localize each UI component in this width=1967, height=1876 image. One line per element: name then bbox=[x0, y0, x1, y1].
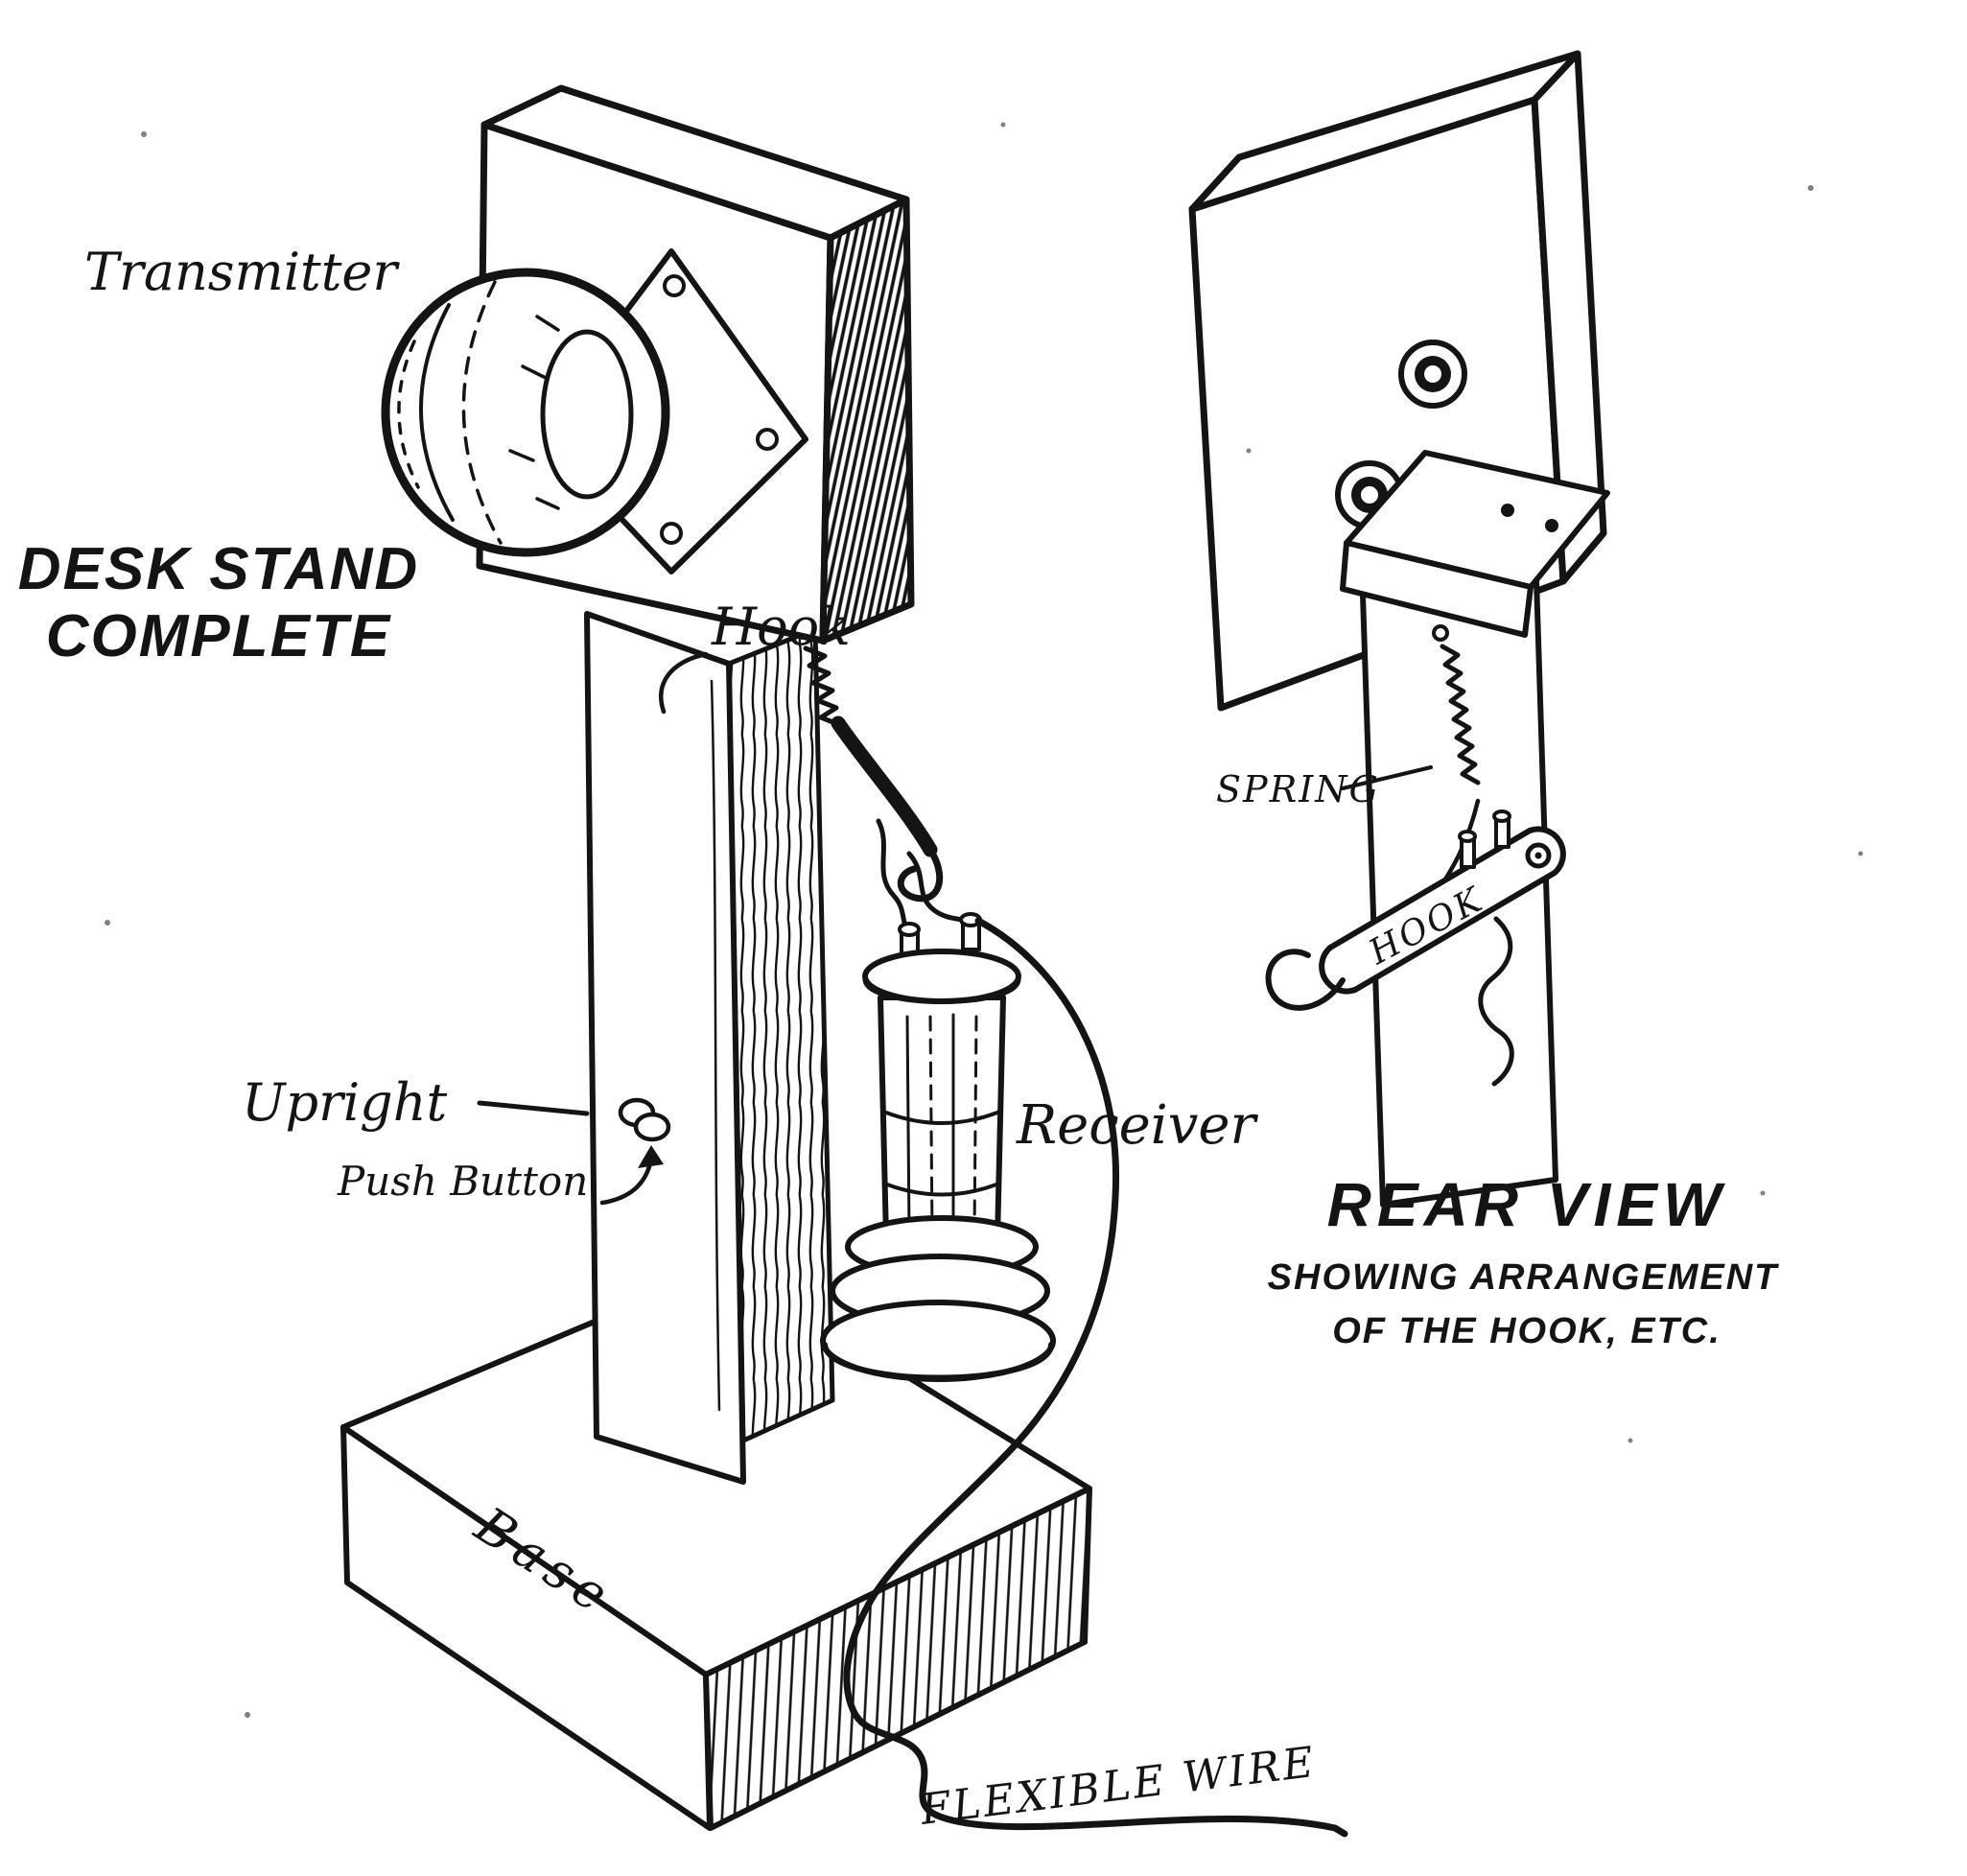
hook-lever-curl bbox=[1265, 949, 1346, 1011]
label-hook: Hook bbox=[711, 597, 851, 657]
lever-contact-post-top bbox=[1458, 830, 1477, 843]
mouthpiece-opening bbox=[540, 329, 634, 500]
spring-anchor-screw bbox=[1432, 624, 1449, 642]
binding-post-center bbox=[1424, 365, 1441, 383]
hook-arm bbox=[831, 715, 938, 857]
receiver-band bbox=[884, 1111, 999, 1125]
label-receiver: Receiver bbox=[1016, 1094, 1258, 1157]
hook-coil bbox=[803, 645, 843, 728]
receiver-unit bbox=[820, 912, 1056, 1382]
push-button bbox=[618, 1097, 671, 1142]
upright-grain-line bbox=[710, 679, 721, 1412]
hanger-wire-left bbox=[876, 818, 910, 933]
receiver-band bbox=[885, 1183, 998, 1197]
mount-screw bbox=[1501, 504, 1514, 517]
base-front-right-face bbox=[703, 1486, 1092, 1831]
paper-specks bbox=[105, 122, 1863, 1718]
paper-speck bbox=[1246, 448, 1252, 454]
paper-speck bbox=[1627, 1438, 1633, 1443]
leader-push-button-arrowhead bbox=[638, 1145, 664, 1168]
desk-stand-figure bbox=[340, 84, 1348, 1838]
mount-front-face bbox=[1340, 540, 1534, 638]
push-button-base bbox=[633, 1112, 671, 1142]
plate-screw-bottom bbox=[660, 522, 683, 545]
hook-lever bbox=[1265, 809, 1566, 1011]
caption-rear-view-line3: OF THE HOOK, ETC. bbox=[1332, 1311, 1721, 1351]
mouthpiece-grain-arc bbox=[419, 303, 455, 522]
rear-upright bbox=[1265, 450, 1610, 1208]
paper-speck bbox=[105, 920, 110, 926]
rear-wire-squiggle bbox=[1478, 916, 1514, 1087]
rear-view-figure bbox=[1188, 50, 1610, 1208]
lever-pivot-center bbox=[1534, 852, 1542, 859]
upright-post bbox=[584, 611, 835, 1485]
label-upright: Upright bbox=[242, 1072, 448, 1133]
caption-desk-stand-line1: DESK STAND bbox=[18, 536, 419, 602]
paper-speck bbox=[1858, 851, 1863, 856]
caption-desk-stand-line2: COMPLETE bbox=[46, 603, 391, 669]
receiver-cap-rim bbox=[862, 977, 1021, 1004]
label-transmitter: Transmitter bbox=[84, 242, 400, 302]
plate-screw-right bbox=[756, 428, 779, 451]
receiver-body-shading bbox=[928, 1015, 978, 1235]
leader-hook bbox=[659, 651, 709, 715]
upright-side-face bbox=[726, 626, 835, 1443]
label-spring: SPRING bbox=[1216, 768, 1380, 810]
receiver-post-left-top bbox=[898, 922, 921, 937]
transmitter-mouthpiece bbox=[381, 268, 670, 557]
receiver-body-shading bbox=[905, 1013, 955, 1237]
leader-spring bbox=[1341, 765, 1433, 790]
plate-screw-top bbox=[663, 274, 686, 297]
caption-rear-view-line1: REAR VIEW bbox=[1327, 1170, 1727, 1239]
transmitter-box-side-face bbox=[819, 196, 915, 645]
caption-rear-view-line2: SHOWING ARRANGEMENT bbox=[1268, 1257, 1779, 1298]
paper-speck bbox=[245, 1712, 250, 1718]
leader-upright bbox=[477, 1100, 590, 1116]
hook-lever-bar bbox=[1319, 826, 1566, 995]
mouthpiece-grain-arc bbox=[397, 340, 420, 489]
upright-front-face bbox=[584, 611, 746, 1485]
label-push-button: Push Button bbox=[337, 1158, 588, 1205]
rear-panel-side-face bbox=[1531, 50, 1607, 585]
paper-speck bbox=[1808, 185, 1814, 191]
mouthpiece-hatch-ticks bbox=[508, 315, 560, 510]
binding-post-center bbox=[1361, 486, 1378, 504]
hook-curl bbox=[897, 846, 944, 903]
mount-screw bbox=[1545, 519, 1558, 532]
binding-post-upper bbox=[1398, 340, 1467, 409]
flexible-wire bbox=[843, 917, 1348, 1838]
paper-speck bbox=[1760, 1190, 1766, 1196]
hook-spring bbox=[1440, 644, 1481, 786]
hook-mount-block bbox=[1340, 450, 1610, 642]
paper-speck bbox=[141, 131, 147, 137]
paper-speck bbox=[1000, 122, 1006, 128]
receiver-base-bottom bbox=[822, 1342, 1054, 1381]
lever-contact-post-top bbox=[1492, 809, 1511, 823]
mouthpiece-grain-arc bbox=[461, 280, 503, 545]
mouthpiece-circle bbox=[381, 268, 670, 557]
